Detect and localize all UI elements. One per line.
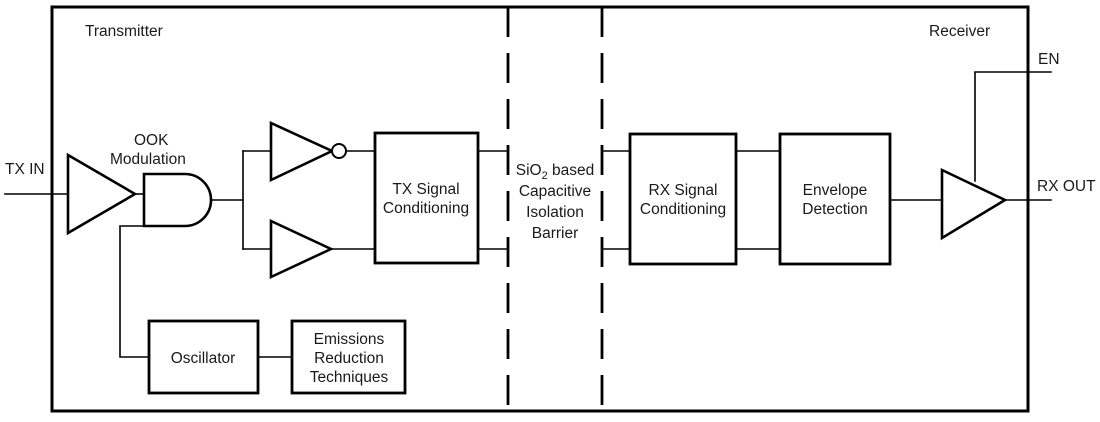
buffer-gate-icon — [269, 218, 335, 280]
inverter-bubble-icon — [331, 143, 347, 159]
input-buffer-amplifier-icon — [66, 152, 138, 236]
block-emissions-reduction — [290, 319, 407, 395]
block-envelope-detection-line2: Detection — [802, 201, 867, 218]
block-emissions-reduction-line3: Techniques — [310, 369, 389, 386]
enable-port-label: EN — [1038, 51, 1060, 68]
isolation-barrier-label-line4: Barrier — [532, 225, 579, 242]
transmitter-region-label: Transmitter — [85, 23, 163, 40]
isolation-barrier-label-line1: SiO2 based — [516, 162, 595, 182]
block-rx-signal-conditioning-line1: RX Signal — [649, 182, 718, 199]
oscillator-to-and-gate-wire — [119, 225, 150, 358]
block-envelope-detection-line1: Envelope — [803, 182, 868, 199]
block-tx-signal-conditioning-line1: TX Signal — [392, 181, 459, 198]
and-gate-icon — [142, 172, 213, 228]
tx-in-port-label: TX IN — [5, 161, 45, 178]
output-buffer-amplifier-icon — [940, 167, 1008, 241]
block-tx-signal-conditioning — [373, 131, 480, 265]
rx-out-port-label: RX OUT — [1037, 178, 1096, 195]
receiver-region-label: Receiver — [929, 23, 990, 40]
ook-modulation-label-line1: OOK — [134, 132, 169, 149]
block-oscillator — [147, 319, 260, 395]
isolation-barrier-label-line2: Capacitive — [519, 183, 591, 200]
block-tx-signal-conditioning-line2: Conditioning — [383, 200, 469, 217]
block-emissions-reduction-line1: Emissions — [314, 331, 385, 348]
ook-modulation-label-line2: Modulation — [110, 151, 186, 168]
block-rx-signal-conditioning — [628, 132, 738, 266]
isolation-barrier-sio2-subscript: 2 — [542, 170, 548, 182]
isolation-barrier-label-line3: Isolation — [526, 204, 584, 221]
isolation-barrier-sio2-prefix: SiO — [516, 162, 542, 179]
block-rx-signal-conditioning-line2: Conditioning — [640, 201, 726, 218]
chip-outer-boundary — [50, 5, 1030, 413]
block-emissions-reduction-line2: Reduction — [314, 350, 384, 367]
block-envelope-detection — [778, 132, 892, 266]
enable-control-wire — [974, 71, 1052, 182]
isolation-barrier-sio2-suffix: based — [548, 162, 595, 179]
block-oscillator-label: Oscillator — [171, 350, 236, 367]
inverter-gate-icon — [269, 120, 336, 183]
